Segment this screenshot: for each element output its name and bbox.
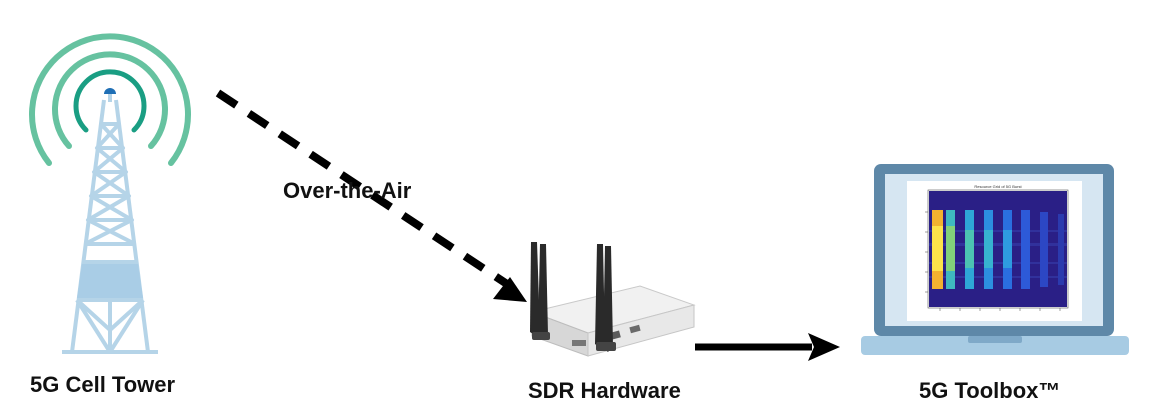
over-the-air-label: Over-the-Air xyxy=(283,178,412,203)
sdr-device-icon xyxy=(530,242,696,357)
data-flow-arrow xyxy=(695,333,840,361)
tower-panel xyxy=(77,264,143,298)
spectrogram-plot: Resource Grid of 5G Burst xyxy=(925,184,1069,311)
tower-frame xyxy=(62,99,158,354)
cell-tower-icon xyxy=(29,33,191,354)
laptop-icon: Resource Grid of 5G Burst xyxy=(861,164,1129,355)
cell-tower-label: 5G Cell Tower xyxy=(30,372,176,397)
svg-text:Resource Grid of 5G Burst: Resource Grid of 5G Burst xyxy=(974,184,1022,189)
ota-link-arrow xyxy=(215,89,527,302)
5g-toolbox-label: 5G Toolbox™ xyxy=(919,378,1061,403)
signal-rings xyxy=(29,33,191,166)
tower-beacon xyxy=(104,88,116,94)
sdr-hardware-label: SDR Hardware xyxy=(528,378,681,403)
